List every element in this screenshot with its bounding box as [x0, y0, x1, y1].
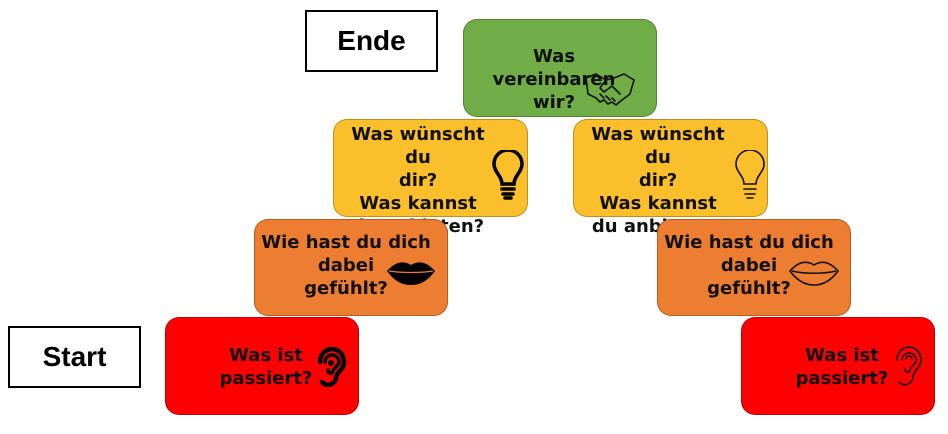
- step-feeling-right: Wie hast du dich dabei gefühlt?: [657, 219, 851, 316]
- lightbulb-outline-icon: [734, 149, 766, 204]
- step-feeling-left: Wie hast du dich dabei gefühlt?: [254, 219, 448, 316]
- ear-icon: [314, 346, 348, 392]
- handshake-icon: [584, 70, 636, 112]
- step-agreement-text: Was vereinbaren wir?: [492, 46, 616, 113]
- step-what-happened-left: Was ist passiert?: [165, 317, 359, 415]
- step-wish-left: Was wünscht du dir? Was kannst du anbiet…: [333, 119, 528, 237]
- step-what-happened-left-text: Was ist passiert?: [219, 345, 313, 389]
- step-feeling-right-text: Wie hast du dich dabei gefühlt?: [664, 232, 834, 299]
- step-agreement: Was vereinbaren wir?: [463, 19, 657, 117]
- step-what-happened-right-text: Was ist passiert?: [795, 345, 889, 389]
- start-label-text: Start: [42, 341, 107, 372]
- step-wish-right-text: Was wünscht du dir? Was kannst du anbiet…: [591, 124, 725, 237]
- end-label-text: Ende: [337, 25, 406, 56]
- lips-outline-icon: [788, 258, 840, 290]
- end-label: Ende: [305, 10, 438, 72]
- step-wish-right: Was wünscht du dir? Was kannst du anbiet…: [573, 119, 768, 237]
- lips-icon: [385, 258, 437, 290]
- step-what-happened-right: Was ist passiert?: [741, 317, 935, 415]
- lightbulb-icon: [492, 148, 524, 204]
- step-wish-left-text: Was wünscht du dir? Was kannst du anbiet…: [351, 124, 485, 237]
- start-label: Start: [8, 326, 141, 388]
- ear-outline-icon: [892, 344, 926, 392]
- step-feeling-left-text: Wie hast du dich dabei gefühlt?: [261, 232, 431, 299]
